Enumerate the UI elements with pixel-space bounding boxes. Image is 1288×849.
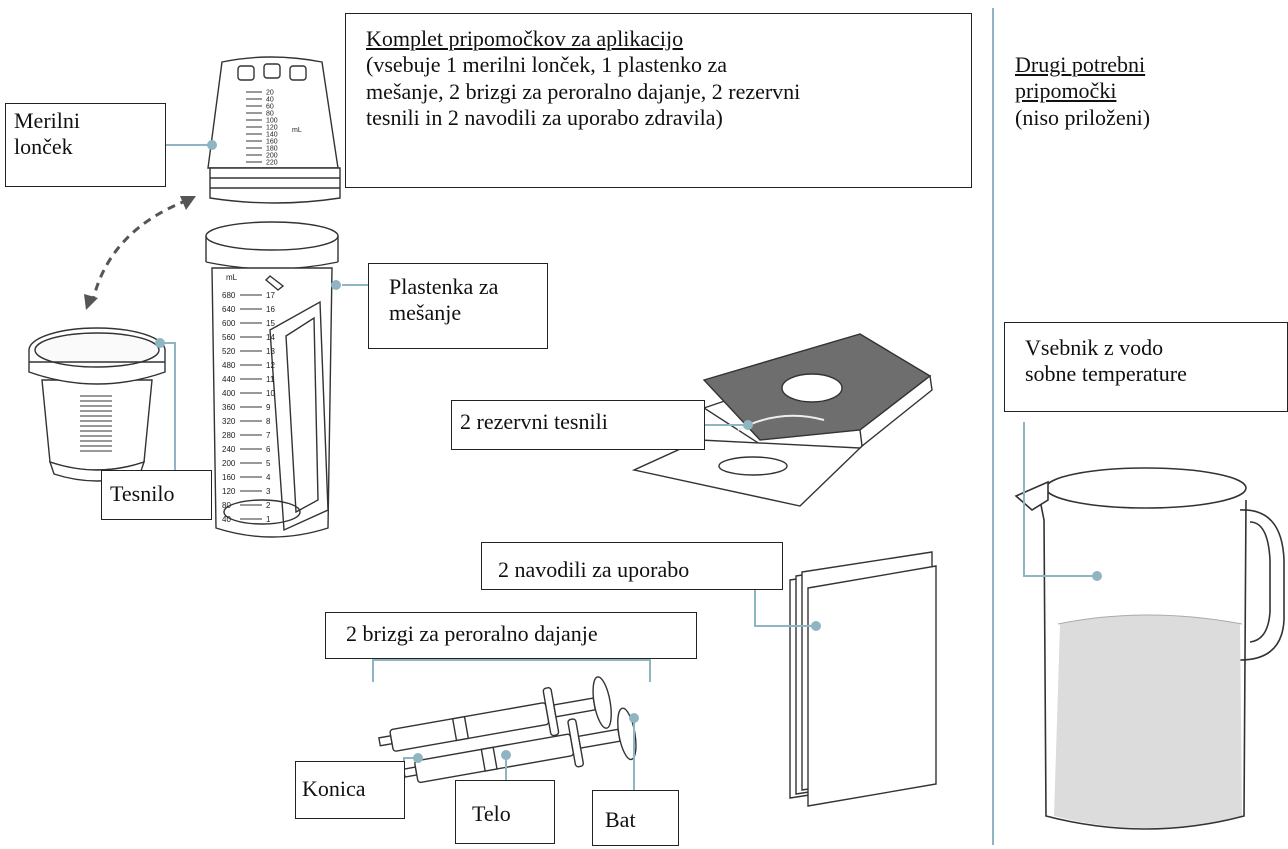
kit-description-line: mešanje, 2 brizgi za peroralno dajanje, … [366, 78, 801, 104]
bottle-step-label: 11 [266, 375, 275, 384]
cup-scale-label: 200 [266, 153, 278, 160]
syringes-illustration [378, 676, 637, 784]
other-note: (niso priloženi) [1015, 104, 1151, 130]
bottle-step-label: 2 [266, 501, 271, 510]
swap-arrow [84, 196, 196, 310]
bottle-scale-label: 160 [222, 473, 236, 482]
bottle-scale-label: 440 [222, 375, 236, 384]
bottle-step-label: 1 [266, 515, 271, 524]
cup-scale-label: 180 [266, 146, 278, 153]
plunger-label: Bat [592, 790, 679, 846]
seal-label: Tesnilo [101, 470, 212, 520]
bottle-scale-label: 640 [222, 305, 236, 314]
bottle-scale-label: 120 [222, 487, 236, 496]
bottle-scale-label: 320 [222, 417, 236, 426]
bottle-scale-label: 520 [222, 347, 236, 356]
bottle-step-label: 15 [266, 319, 275, 328]
bottle-step-label: 16 [266, 305, 275, 314]
spare-seals-label: 2 rezervni tesnili [451, 400, 705, 450]
water-container-label-line: sobne temperature [1025, 361, 1187, 387]
bottle-step-label: 10 [266, 389, 275, 398]
bottle-scale-label: 600 [222, 319, 236, 328]
kit-description-line: (vsebuje 1 merilni lonček, 1 plastenko z… [366, 52, 728, 78]
mixing-bottle-illustration: mL 40 1 80 2 120 3 160 4 200 5 240 6 280 7 320 8 360 9 400 1… [205, 221, 339, 538]
cup-unit-label: mL [292, 127, 302, 134]
booklets-illustration [789, 551, 937, 807]
mixing-bottle-label-line: mešanje [389, 300, 462, 326]
bottle-scale-label: 200 [222, 459, 236, 468]
mixing-bottle-label: Plastenka za mešanje [368, 263, 548, 349]
cup-scale-label: 60 [266, 104, 274, 111]
mixing-bottle-label-line: Plastenka za [389, 274, 499, 299]
cup-scale-label: 220 [266, 160, 278, 167]
cup-scale-label: 20 [266, 90, 274, 97]
seal-illustration [28, 327, 166, 482]
water-container-label: Vsebnik z vodo sobne temperature [1004, 322, 1288, 412]
bottle-step-label: 13 [266, 347, 275, 356]
spare-seals-illustration [631, 333, 933, 507]
cup-scale-label: 100 [266, 118, 278, 125]
other-title-line: Drugi potrebni [1015, 52, 1146, 77]
measuring-cup-label-line: Merilni [14, 108, 80, 133]
bottle-scale-label: 360 [222, 403, 236, 412]
bottle-step-label: 5 [266, 459, 271, 468]
leader-dots [155, 140, 1102, 763]
bottle-step-label: 3 [266, 487, 271, 496]
bottle-step-label: 9 [266, 403, 271, 412]
bottle-step-label: 6 [266, 445, 271, 454]
measuring-cup-label: Merilni lonček [5, 103, 166, 187]
bottle-scale-label: 560 [222, 333, 236, 342]
water-jug-illustration [1014, 467, 1285, 830]
cup-scale-label: 80 [266, 111, 274, 118]
kit-title: Komplet pripomočkov za aplikacijo [366, 26, 684, 51]
bottle-step-label: 14 [266, 333, 275, 342]
kit-description-line: tesnili in 2 navodili za uporabo zdravil… [366, 105, 723, 131]
bottle-scale-label: 480 [222, 361, 236, 370]
bottle-step-label: 8 [266, 417, 271, 426]
kit-contents-box: Komplet pripomočkov za aplikacijo (vsebu… [345, 13, 972, 188]
instructions-label: 2 navodili za uporabo [481, 542, 783, 590]
bottle-scale-label: 240 [222, 445, 236, 454]
bottle-scale-label: 680 [222, 291, 236, 300]
cup-scale-label: 120 [266, 125, 278, 132]
bottle-step-label: 17 [266, 291, 275, 300]
bottle-scale-label: 280 [222, 431, 236, 440]
water-container-label-line: Vsebnik z vodo [1025, 335, 1164, 360]
other-title-line: pripomočki [1015, 78, 1117, 104]
bottle-step-label: 7 [266, 431, 271, 440]
bottle-step-label: 12 [266, 361, 275, 370]
cup-scale-label: 160 [266, 139, 278, 146]
cup-scale-label: 40 [266, 97, 274, 104]
measuring-cup-label-line: lonček [14, 134, 73, 160]
bottle-scale-label: 40 [222, 515, 231, 524]
barrel-label: Telo [455, 780, 555, 844]
bottle-scale-label: 80 [222, 501, 231, 510]
bottle-unit-label: mL [226, 273, 238, 282]
syringes-label: 2 brizgi za peroralno dajanje [325, 612, 697, 659]
bottle-scale-label: 400 [222, 389, 236, 398]
bottle-step-label: 4 [266, 473, 271, 482]
cup-scale-label: 140 [266, 132, 278, 139]
other-supplies-heading: Drugi potrebni pripomočki (niso priložen… [1015, 52, 1150, 131]
tip-label: Konica [295, 761, 405, 819]
